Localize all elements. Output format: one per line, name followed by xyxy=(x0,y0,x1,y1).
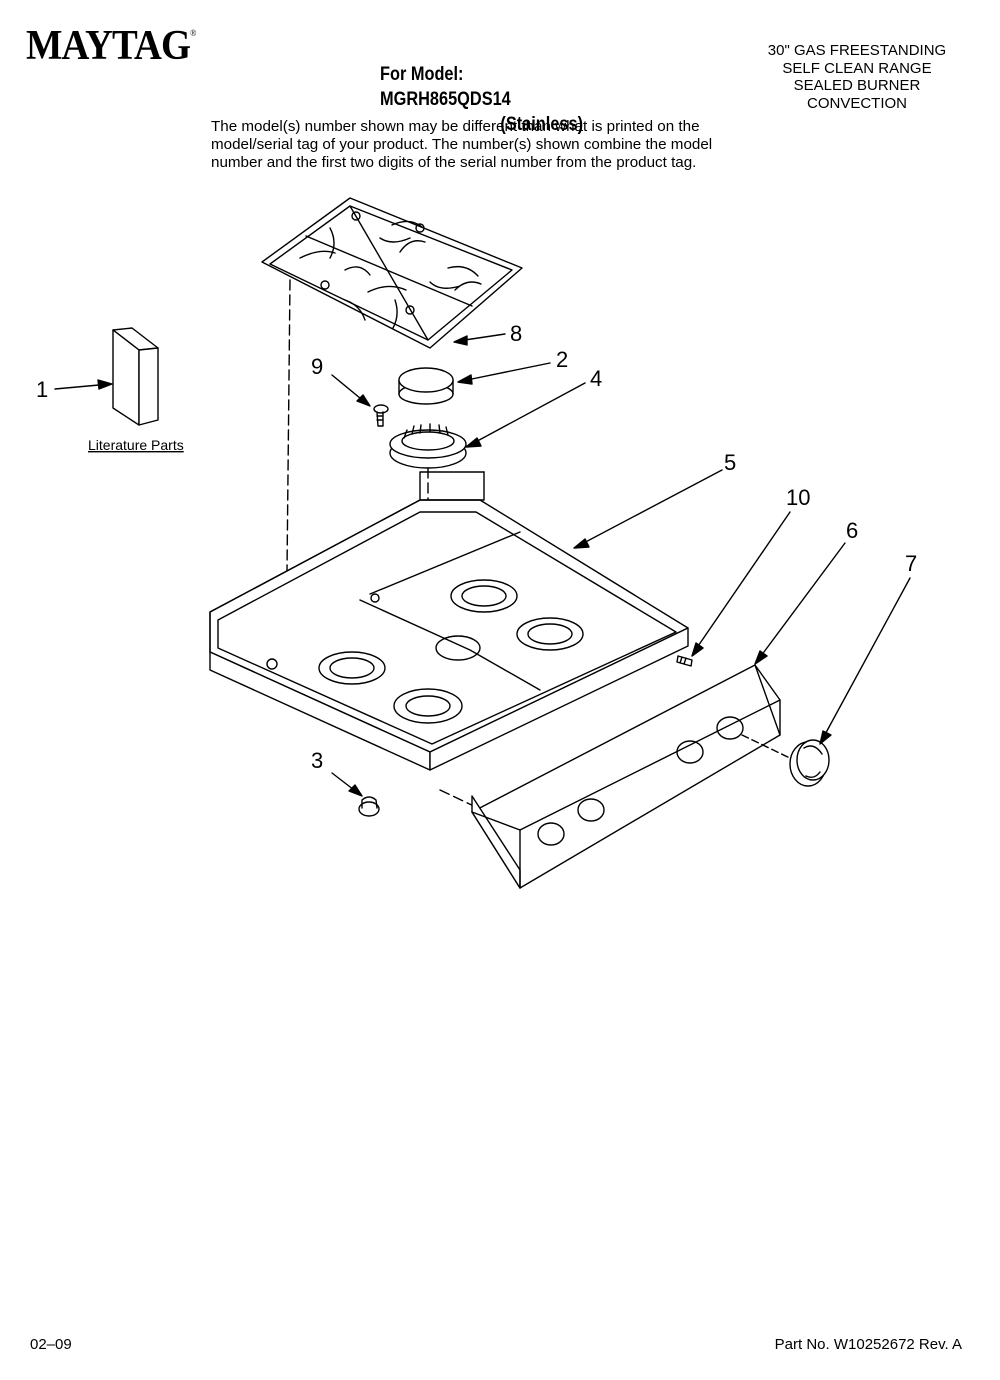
leader-1 xyxy=(54,379,113,390)
cooktop xyxy=(209,471,689,771)
manifold-panel xyxy=(471,664,795,889)
model-note: The model(s) number shown may be differe… xyxy=(211,118,811,172)
leader-2 xyxy=(457,362,551,385)
note-line: model/serial tag of your product. The nu… xyxy=(211,136,713,153)
leader-9 xyxy=(331,374,371,407)
burner-screw xyxy=(373,404,389,427)
revision-date: 02–09 xyxy=(30,1336,72,1353)
leader-10 xyxy=(691,511,791,657)
bumper xyxy=(358,796,380,817)
description-line: SEALED BURNER xyxy=(793,77,921,94)
model-finish: (Stainless) xyxy=(500,114,584,135)
leader-6 xyxy=(754,542,846,665)
note-line: number and the first two digits of the s… xyxy=(211,154,697,171)
burner-grate xyxy=(261,197,523,349)
description-line: CONVECTION xyxy=(806,94,907,112)
note-line: The model(s) number shown may be differe… xyxy=(211,118,700,135)
callout-3: 3 xyxy=(311,748,323,773)
callout-10: 10 xyxy=(786,485,810,510)
model-number: For Model: MGRH865QDS14 xyxy=(380,64,511,110)
burner-cap xyxy=(398,367,454,405)
brand-name: MAYTAG xyxy=(26,23,191,69)
description-line: SELF CLEAN RANGE xyxy=(782,59,932,77)
callout-8: 8 xyxy=(510,321,522,346)
literature-booklet xyxy=(112,327,159,426)
callout-6: 6 xyxy=(846,518,858,543)
leader-8 xyxy=(453,333,506,346)
callout-5: 5 xyxy=(724,450,736,475)
manifold-screw xyxy=(676,655,693,667)
leader-7 xyxy=(819,577,911,745)
callout-9: 9 xyxy=(311,354,323,379)
leader-3 xyxy=(331,772,363,797)
description-line: 30" GAS FREESTANDING xyxy=(767,42,947,59)
callout-4: 4 xyxy=(590,366,602,391)
leader-4 xyxy=(465,382,586,448)
registered-mark: ® xyxy=(190,28,196,38)
product-description: 30" GAS FREESTANDING SELF CLEAN RANGE SE… xyxy=(752,42,962,112)
callout-7: 7 xyxy=(905,551,917,576)
leader-5 xyxy=(573,469,723,549)
model-heading: For Model: MGRH865QDS14 (Stainless) xyxy=(380,62,595,137)
callout-1: 1 xyxy=(36,377,48,402)
callout-2: 2 xyxy=(556,347,568,372)
brand-logo: MAYTAG® xyxy=(26,22,196,70)
part-number: Part No. W10252672 Rev. A xyxy=(774,1336,962,1353)
control-knob xyxy=(789,739,830,787)
literature-parts-label: Literature Parts xyxy=(88,437,184,453)
burner-base xyxy=(389,423,467,469)
